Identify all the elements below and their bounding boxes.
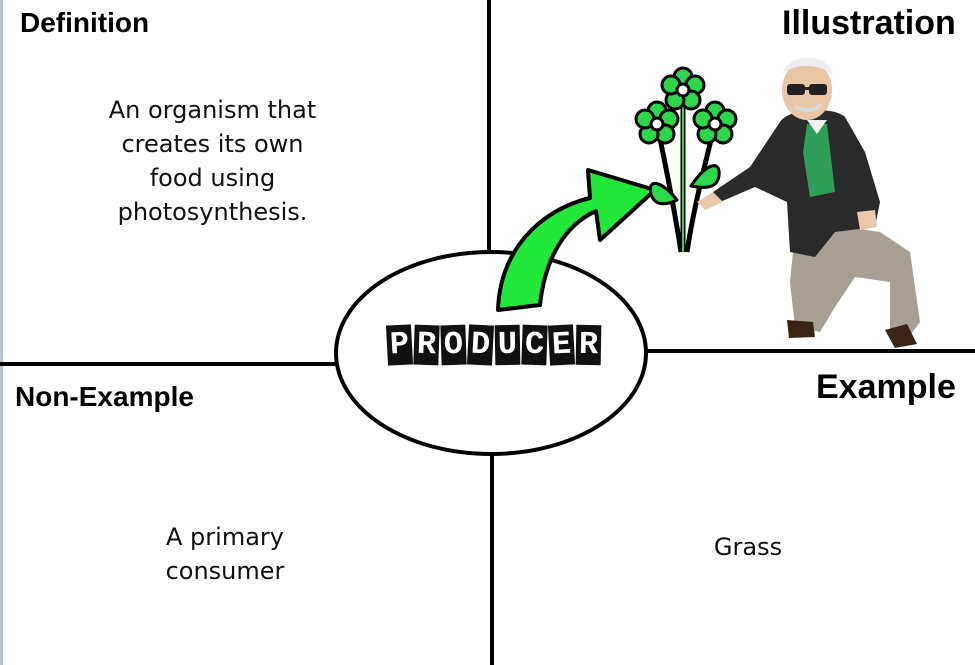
definition-line: photosynthesis.	[117, 198, 308, 226]
flower-bouquet-icon	[634, 66, 738, 253]
definition-line: food using	[149, 164, 276, 192]
example-line: Grass	[713, 533, 783, 561]
non-example-heading: Non-Example	[15, 381, 194, 412]
example-heading: Example	[816, 368, 956, 406]
definition-heading: Definition	[20, 7, 150, 38]
definition-line: An organism that	[108, 96, 317, 124]
illustration-heading: Illustration	[782, 4, 956, 42]
non-example-line: A primary	[166, 523, 284, 551]
non-example-line: consumer	[165, 557, 285, 585]
definition-line: creates its own	[121, 130, 304, 158]
non-example-text: A primary consumer	[100, 520, 350, 588]
example-text: Grass	[648, 530, 848, 564]
divider-vertical-bottom	[490, 452, 494, 665]
definition-text: An organism that creates its own food us…	[60, 93, 365, 229]
left-edge-rule	[0, 0, 3, 665]
divider-vertical-top	[487, 0, 491, 258]
person-photo-icon	[697, 57, 920, 348]
divider-horizontal-left	[0, 362, 338, 366]
divider-horizontal-right	[644, 349, 975, 353]
